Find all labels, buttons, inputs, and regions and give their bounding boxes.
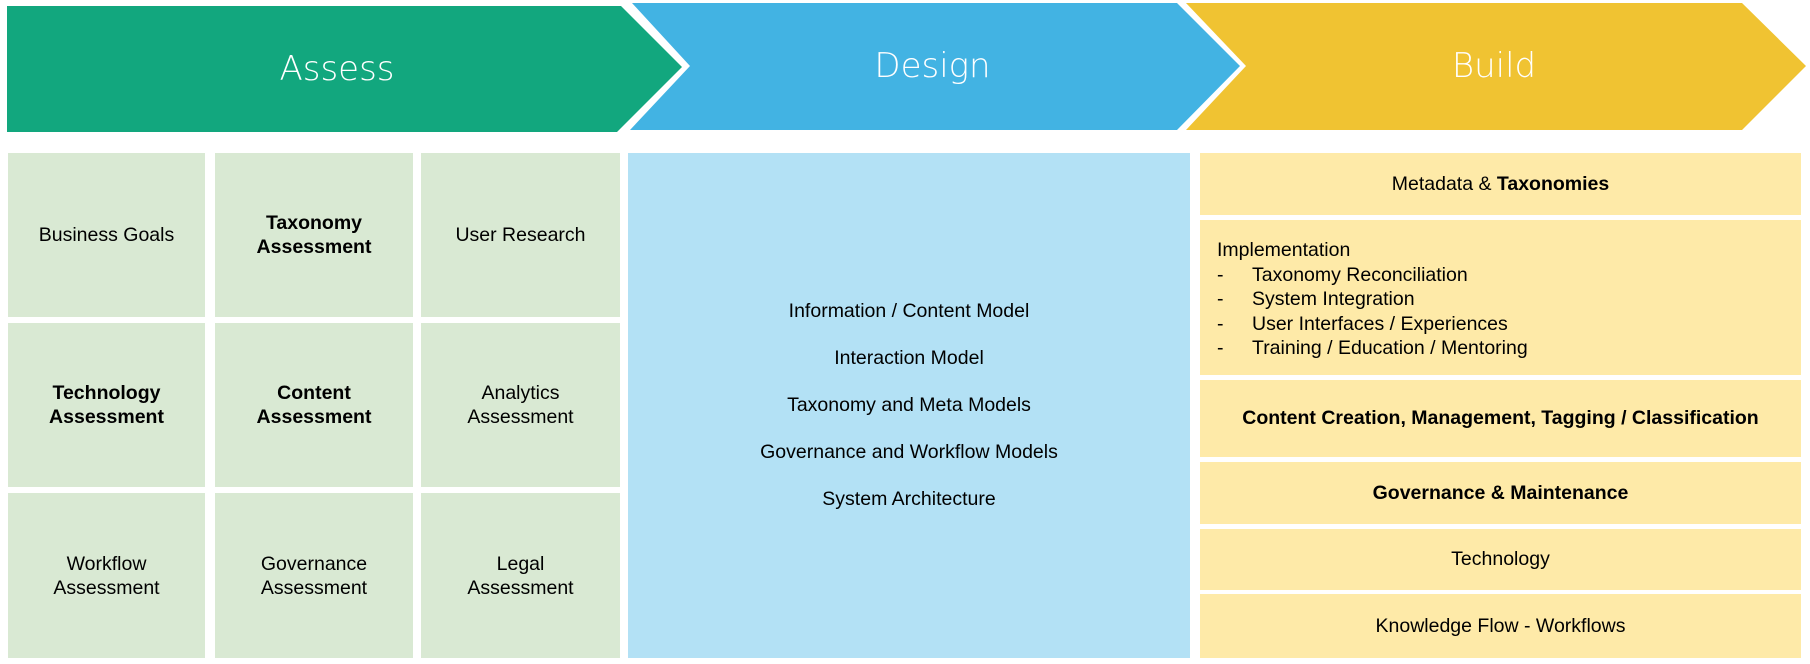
phase-title-assess: Assess [279,48,395,89]
item-label: Taxonomy Reconciliation [1252,263,1468,286]
design-item: Interaction Model [834,347,984,369]
design-item: Information / Content Model [788,300,1030,322]
cell-label: Assessment [467,406,574,428]
build-metadata: Metadata & Taxonomies [1200,153,1801,215]
implementation-item: - User Interfaces / Experiences [1217,312,1801,337]
assess-cell: User Research [421,153,620,317]
cell-label: Content [277,382,351,404]
assess-chevron [7,6,682,132]
build-chevron [1186,3,1806,130]
metadata-label: Metadata & [1391,172,1497,195]
build-implementation: Implementation -Taxonomy Reconciliation … [1200,220,1801,375]
implementation-item: - System Integration [1217,287,1801,312]
cell-label: Legal [496,552,545,575]
phase-title-design: Design [874,45,991,86]
cell-label: Assessment [256,406,372,428]
implementation-title: Implementation [1217,239,1351,261]
implementation-item: - Taxonomy Reconciliation [1217,263,1801,288]
dash: - [1217,263,1224,286]
item-label: User Interfaces / Experiences [1252,312,1508,335]
cell-label: Workflow [66,552,147,575]
cell-label: Governance [260,552,368,575]
cell-label: Assessment [256,236,372,258]
build-content-creation: Content Creation, Management, Tagging / … [1200,380,1801,457]
phase-title-build: Build [1451,45,1537,86]
design-panel: Information / Content Model Interaction … [628,153,1190,658]
taxonomies-label: Taxonomies [1496,172,1610,195]
cell-label: Assessment [467,576,574,599]
cell-label: Assessment [49,406,164,428]
design-item: Taxonomy and Meta Models [787,394,1031,416]
cell-label: Business Goals [38,224,175,246]
build-governance: Governance & Maintenance [1200,462,1801,524]
dash: - [1217,288,1224,310]
cell-label: Analytics [481,382,560,404]
phase-arrows [7,3,1806,132]
dash: - [1217,337,1224,359]
cell-label: Assessment [260,576,368,599]
item-label: System Integration [1252,288,1415,310]
cell-label: Technology [52,382,161,404]
build-technology: Technology [1200,529,1801,590]
cell-label: Taxonomy [265,212,363,234]
implementation-item: - Training / Education / Mentoring [1217,336,1801,361]
design-chevron [630,3,1240,130]
design-item: Governance and Workflow Models [760,441,1058,463]
dash: - [1217,312,1224,335]
cell-label: User Research [455,224,586,246]
cell-label: Assessment [53,576,160,599]
assess-cell: Business Goals [8,153,205,317]
item-label: Training / Education / Mentoring [1252,337,1528,359]
build-knowledge-flow: Knowledge Flow - Workflows [1200,594,1801,658]
design-item: System Architecture [822,488,996,510]
